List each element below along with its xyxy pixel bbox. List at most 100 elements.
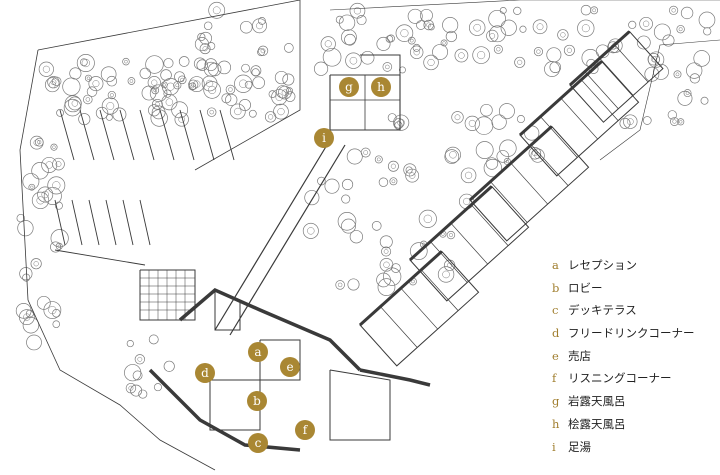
tree-icon [383, 261, 390, 268]
legend-label: リスニングコーナー [568, 371, 672, 386]
tree-icon [239, 79, 248, 88]
tree-icon [563, 44, 575, 56]
tree-icon [71, 100, 79, 107]
tree-icon [109, 93, 114, 98]
tree-icon [274, 70, 289, 85]
room-divider [400, 287, 438, 330]
tree-icon [499, 7, 507, 14]
tree-icon [423, 214, 433, 224]
room-divider [540, 116, 578, 158]
tree-icon [51, 76, 62, 87]
tree-icon [379, 235, 393, 249]
tree-icon [347, 278, 360, 291]
tree-icon [432, 44, 449, 60]
tree-icon [313, 61, 329, 76]
tree-icon [260, 48, 266, 54]
tree-icon [138, 389, 148, 399]
tree-icon [139, 67, 151, 80]
tree-icon [282, 73, 295, 86]
tree-icon [127, 77, 136, 85]
tree-icon [395, 24, 414, 42]
tree-icon [519, 25, 527, 33]
tree-icon [37, 186, 54, 203]
tree-icon [62, 77, 81, 96]
marker-b[interactable]: b [247, 391, 267, 411]
tree-icon [703, 27, 712, 36]
bath-house [360, 54, 401, 75]
tree-icon [381, 246, 392, 257]
marker-circle [195, 363, 215, 383]
wing-mid-upper [468, 125, 590, 242]
tree-icon [207, 42, 216, 51]
tree-icon [209, 109, 214, 115]
marker-a[interactable]: a [248, 342, 268, 362]
tree-icon [240, 20, 253, 34]
tree-icon [84, 74, 92, 82]
tree-icon [197, 32, 206, 42]
tree-icon [324, 178, 340, 194]
tree-icon [517, 59, 523, 65]
tree-icon [137, 356, 143, 362]
room [259, 339, 301, 381]
tree-icon [252, 76, 265, 89]
marker-i[interactable]: i [314, 128, 334, 148]
tree-icon [454, 48, 469, 63]
tree-icon [464, 171, 473, 179]
tree-icon [463, 197, 471, 205]
tree-icon [100, 66, 117, 83]
tree-icon [124, 59, 128, 64]
tree-icon [667, 110, 677, 120]
legend-key: d [552, 326, 560, 341]
tree-icon [382, 62, 393, 72]
tree-icon [341, 194, 351, 204]
tree-icon [394, 121, 403, 130]
tree-icon [256, 22, 264, 30]
marker-circle [280, 357, 300, 377]
tree-icon [163, 58, 174, 69]
tree-icon [451, 111, 464, 124]
tree-icon [47, 176, 66, 195]
tree-icon [160, 69, 172, 81]
tree-icon [580, 4, 592, 16]
building-outlines [19, 0, 720, 471]
tree-icon [148, 334, 159, 345]
tree-icon [557, 29, 569, 41]
marker-e[interactable]: e [280, 357, 300, 377]
room [214, 289, 241, 331]
wing-wall [518, 60, 603, 137]
marker-g[interactable]: g [339, 77, 359, 97]
tree-icon [30, 258, 42, 270]
tree-icon [411, 279, 415, 284]
tree-icon [391, 179, 396, 184]
marker-d[interactable]: d [195, 363, 215, 383]
marker-f[interactable]: f [295, 420, 315, 440]
tree-icon [475, 141, 494, 159]
legend-key: c [552, 303, 559, 318]
tree-icon [390, 163, 396, 169]
parking-stripe [179, 109, 195, 161]
tree-icon [203, 21, 213, 31]
marker-c[interactable]: c [248, 433, 268, 453]
tree-icon [577, 19, 595, 37]
marker-letter: i [322, 131, 326, 145]
tree-icon [427, 58, 435, 67]
wing-wall [468, 125, 553, 202]
tree-icon [423, 54, 439, 71]
tree-icon [387, 160, 399, 172]
marker-circle [248, 433, 268, 453]
tree-icon [174, 71, 185, 83]
legend-key: e [552, 348, 559, 363]
tree-icon [393, 114, 410, 131]
tree-icon [480, 103, 493, 117]
room [209, 379, 261, 431]
marker-h[interactable]: h [371, 77, 391, 97]
tree-icon [50, 241, 62, 253]
site-boundary [19, 49, 216, 471]
tree-icon [458, 52, 465, 59]
tree-icon [126, 339, 134, 348]
tree-icon [363, 150, 368, 155]
legend-label: レセプション [568, 258, 637, 272]
tree-icon [106, 102, 115, 110]
